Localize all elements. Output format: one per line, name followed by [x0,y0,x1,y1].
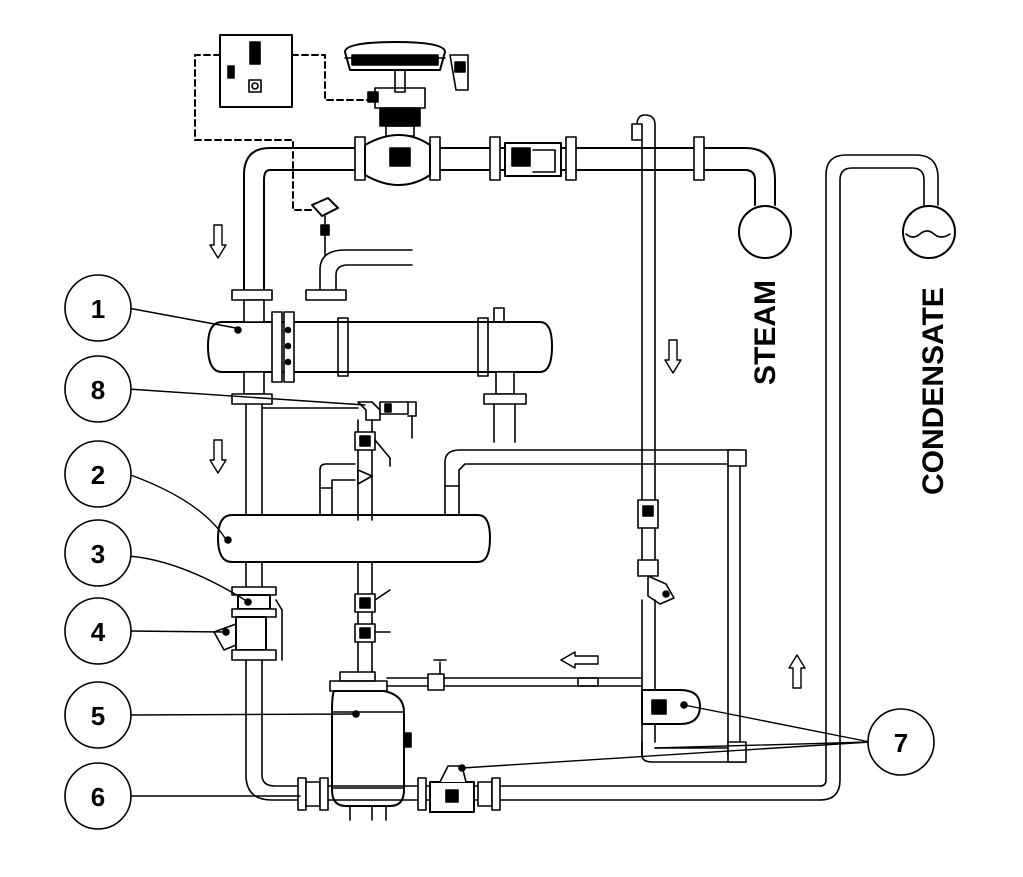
strainer [213,616,277,661]
callout-6: 6 [64,762,132,830]
temperature-sensor [311,197,339,256]
arrow-down-icon [209,224,227,259]
svg-text:6: 6 [91,782,105,812]
receiver-tank [217,485,491,563]
callout-5: 5 [64,681,132,749]
vent-valve [357,401,417,439]
steam-source-icon [738,205,792,259]
condensate-label: CONDENSATE [917,287,950,495]
callout-2: 2 [64,440,132,508]
svg-text:5: 5 [91,701,105,731]
svg-text:4: 4 [91,617,106,647]
callout-8: 8 [64,355,132,423]
steam-trap-drain-line [631,114,747,763]
vent-return-pipe [444,449,747,756]
svg-text:1: 1 [91,294,105,324]
svg-text:2: 2 [91,460,105,490]
signal-dashed-lines [194,54,376,211]
control-valve-actuator [344,41,469,137]
balance-line [319,419,391,673]
motive-steam-line [386,659,643,691]
arrow-down-icon [209,439,227,474]
pump-tank [329,671,412,821]
steam-main-line [243,134,776,291]
callout-3: 3 [64,519,132,587]
callout-4: 4 [64,597,132,665]
hx-to-tank-pipe [245,403,359,516]
condensate-return-icon [902,205,956,259]
heat-exchanger [207,289,553,443]
steam-label: STEAM [749,280,782,385]
pump-feed-pipe [245,659,301,801]
arrow-up-icon [788,654,806,689]
callout-7: 7 [867,708,935,776]
arrow-left-icon [560,651,599,669]
svg-text:3: 3 [91,539,105,569]
arrow-down-icon [664,339,682,374]
callout-leaders [127,307,871,797]
control-panel [219,34,293,108]
svg-text:8: 8 [91,375,105,405]
svg-text:7: 7 [894,728,908,758]
process-inlet-pipe [305,249,413,301]
callout-1: 1 [64,274,132,342]
condensate-bottom-line [297,154,939,813]
